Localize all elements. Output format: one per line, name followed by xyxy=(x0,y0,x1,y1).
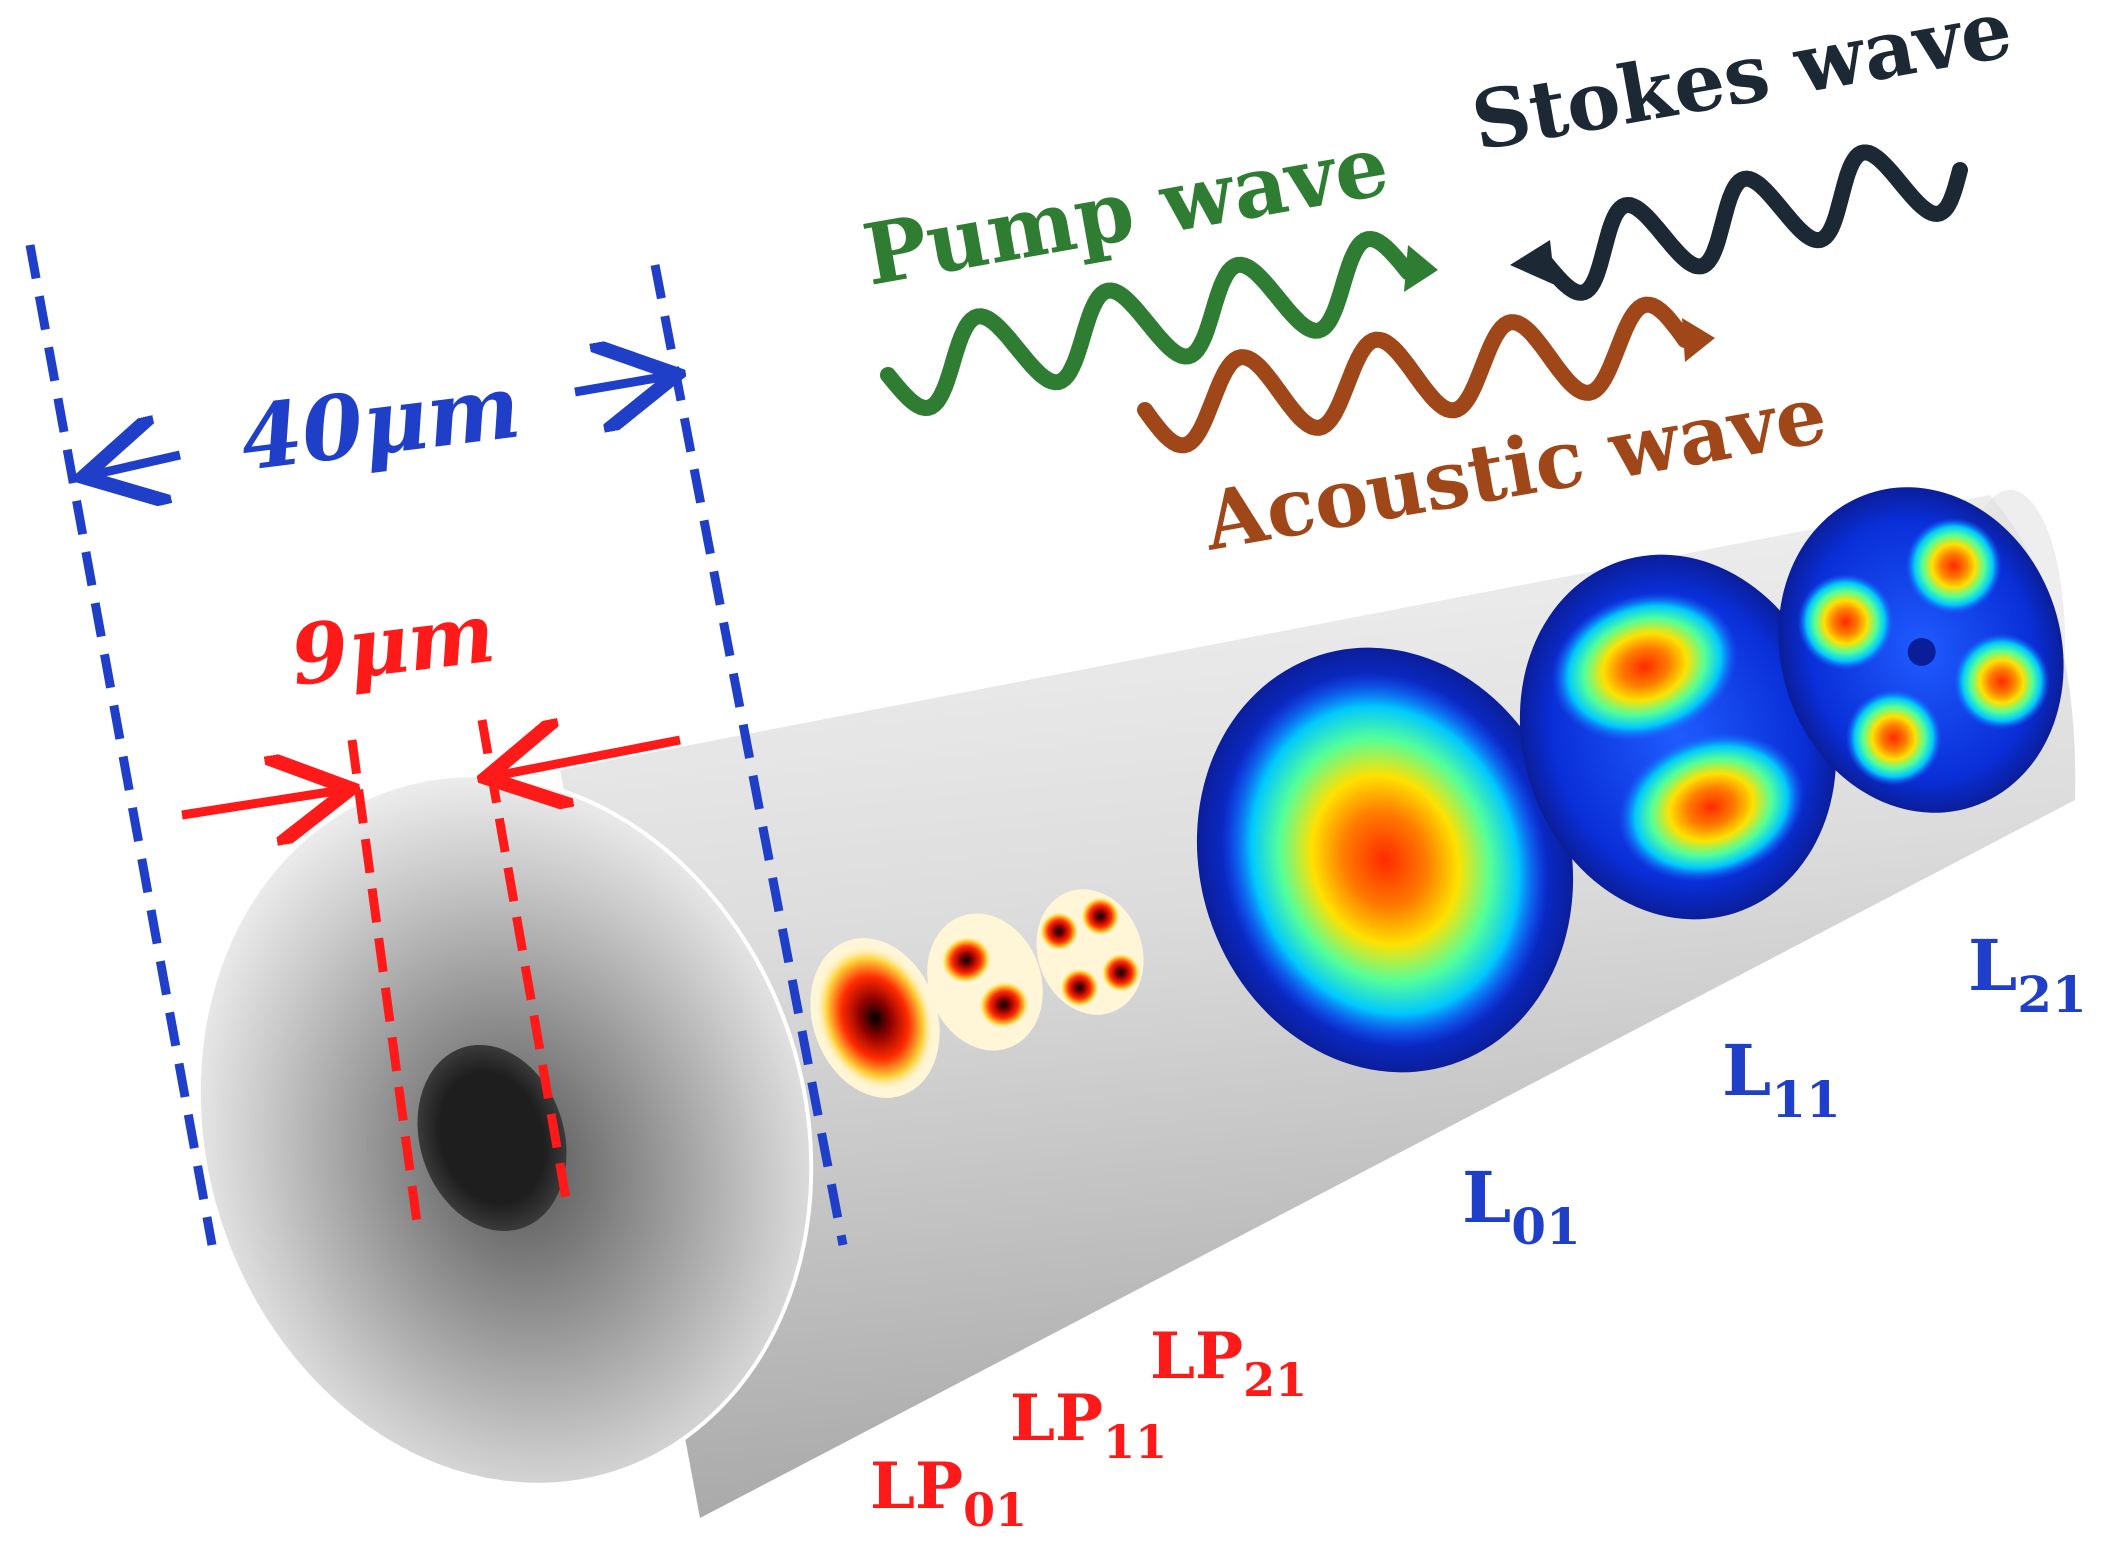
optical-mode-label-lp01: LP01 xyxy=(870,1449,1027,1537)
pump-wave-line xyxy=(880,230,1416,417)
cladding-diameter-label: 40μm xyxy=(235,353,526,490)
fiber-end-face xyxy=(196,773,814,1487)
optical-mode-lp11 xyxy=(927,913,1043,1051)
cladding-arrow-right xyxy=(574,376,668,392)
acoustic-mode-label-l11: L11 xyxy=(1722,1029,1841,1129)
fiber-core xyxy=(417,1044,567,1232)
acoustic-mode-labels: L01 L11 L21 xyxy=(1462,924,2087,1256)
pump-wave-label: Pump wave xyxy=(856,115,1395,305)
cladding-arrow-left xyxy=(92,455,181,475)
optical-mode-lp21 xyxy=(1036,889,1144,1015)
core-arrow-left xyxy=(181,790,342,815)
acoustic-mode-l21 xyxy=(1778,487,2064,813)
optical-mode-labels: LP01 LP11 LP21 xyxy=(870,1319,1307,1537)
optical-mode-lp01 xyxy=(810,938,940,1098)
stokes-wave-arrowhead xyxy=(1510,240,1555,285)
acoustic-mode-profiles xyxy=(1196,487,2064,1073)
cladding-dashed-line-left xyxy=(25,244,217,1246)
optical-mode-label-lp11: LP11 xyxy=(1010,1381,1167,1469)
acoustic-wave-line xyxy=(1137,296,1693,454)
core-arrow-right xyxy=(495,740,681,776)
stokes-wave-label: Stokes wave xyxy=(1465,0,2018,169)
acoustic-mode-label-l01: L01 xyxy=(1462,1156,1581,1256)
optical-mode-profiles xyxy=(810,889,1144,1098)
waves xyxy=(880,144,1968,454)
acoustic-wave-arrowhead xyxy=(1682,318,1715,362)
acoustic-mode-l01 xyxy=(1196,647,1574,1073)
acoustic-mode-l11 xyxy=(1519,554,1837,920)
stokes-wave-line xyxy=(1537,144,1968,301)
core-diameter-label: 9μm xyxy=(286,585,500,705)
acoustic-mode-label-l21: L21 xyxy=(1968,924,2087,1024)
pump-wave-arrowhead xyxy=(1404,245,1438,292)
optical-mode-label-lp21: LP21 xyxy=(1150,1319,1307,1407)
